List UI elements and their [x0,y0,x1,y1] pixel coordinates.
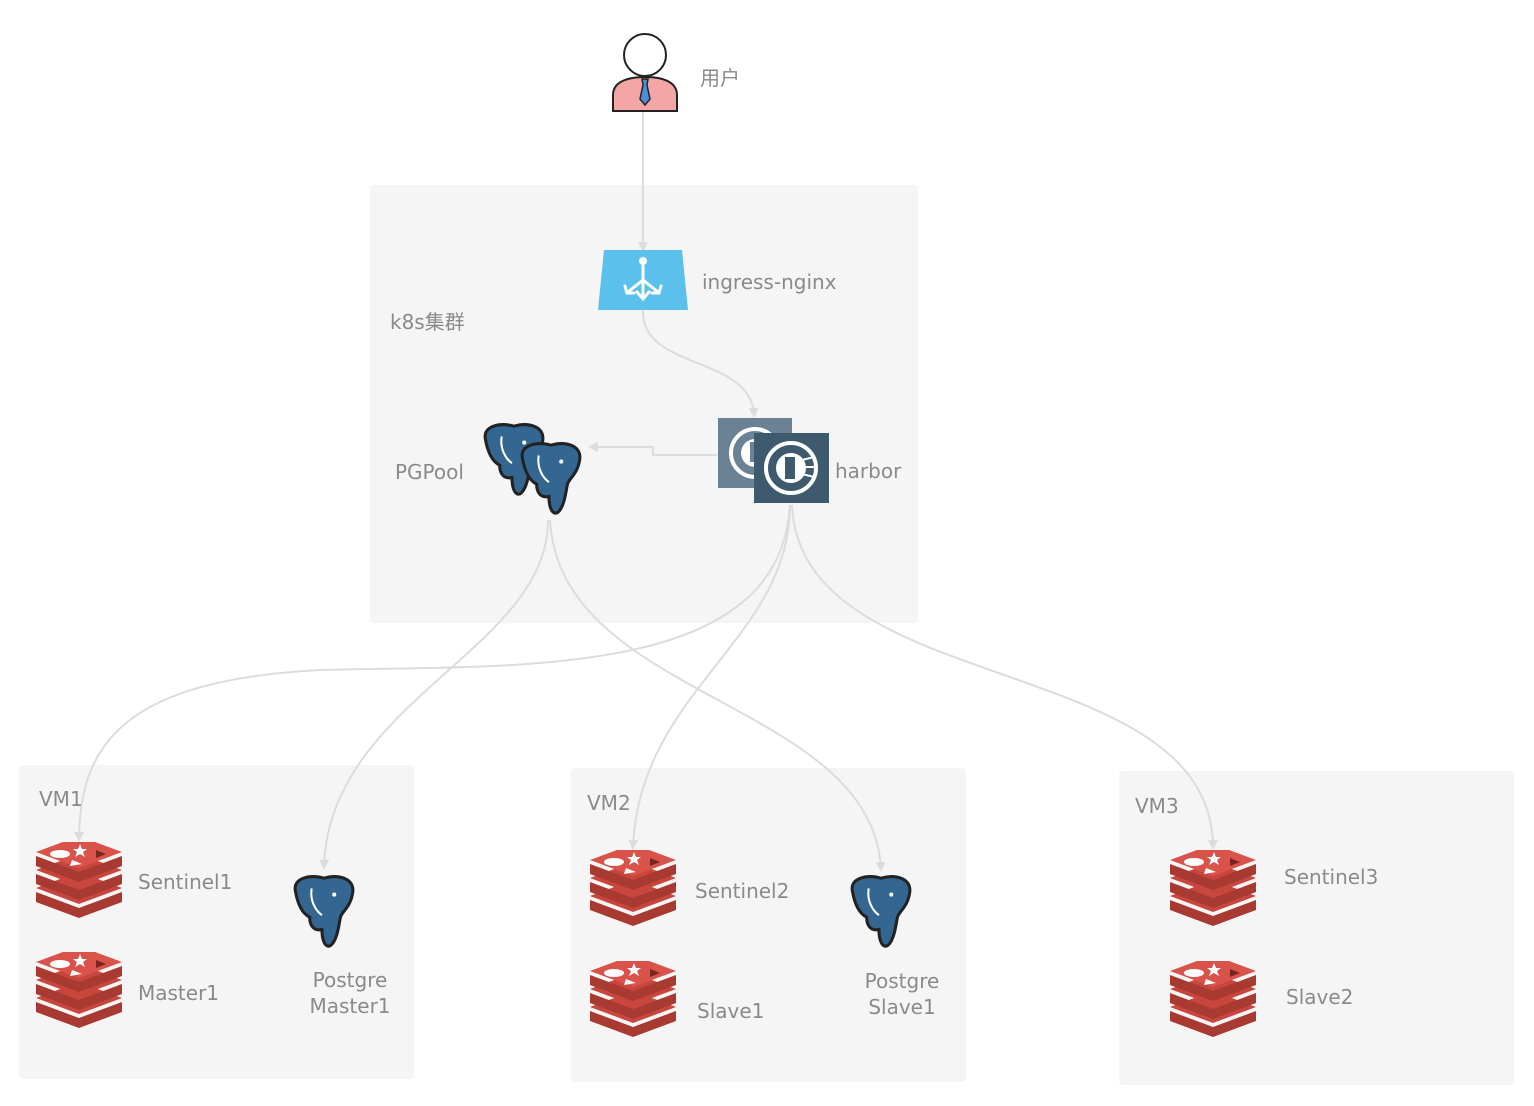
harbor-icon-front [754,433,829,503]
postgre-slave1-line2: Slave1 [868,995,936,1019]
pgpool-label: PGPool [395,460,464,484]
k8s-cluster-label: k8s集群 [390,310,465,334]
slave2-label: Slave2 [1286,985,1354,1009]
postgre-master1-line1: Postgre [312,968,388,992]
redis-slave1-icon [590,955,676,1037]
vm1-label: VM1 [39,787,83,811]
pgpool-postgres-icon-back [473,418,555,500]
sentinel2-label: Sentinel2 [695,879,790,903]
postgre-master1-line2: Master1 [309,994,391,1018]
vm2-label: VM2 [587,791,631,815]
harbor-label: harbor [835,459,902,483]
postgre-master1-icon [283,870,365,952]
redis-master1-icon [36,946,122,1028]
ingress-nginx-label: ingress-nginx [702,270,837,294]
postgre-master1-label: Postgre Master1 [300,967,400,1019]
vm3-label: VM3 [1135,794,1179,818]
postgre-slave1-icon [840,870,922,952]
user-label: 用户 [700,66,740,90]
sentinel3-label: Sentinel3 [1284,865,1379,889]
postgre-slave1-line1: Postgre [864,969,940,993]
ingress-nginx-icon [598,250,688,310]
redis-sentinel3-icon [1170,844,1256,926]
pgpool-postgres-icon-front [510,437,592,519]
redis-sentinel1-icon [36,836,122,918]
master1-label: Master1 [138,981,220,1005]
redis-sentinel2-icon [590,844,676,926]
redis-slave2-icon [1170,955,1256,1037]
slave1-label: Slave1 [697,999,765,1023]
sentinel1-label: Sentinel1 [138,870,233,894]
user-icon [611,33,679,113]
postgre-slave1-label: Postgre Slave1 [852,968,952,1020]
vm3-group [1119,771,1514,1085]
